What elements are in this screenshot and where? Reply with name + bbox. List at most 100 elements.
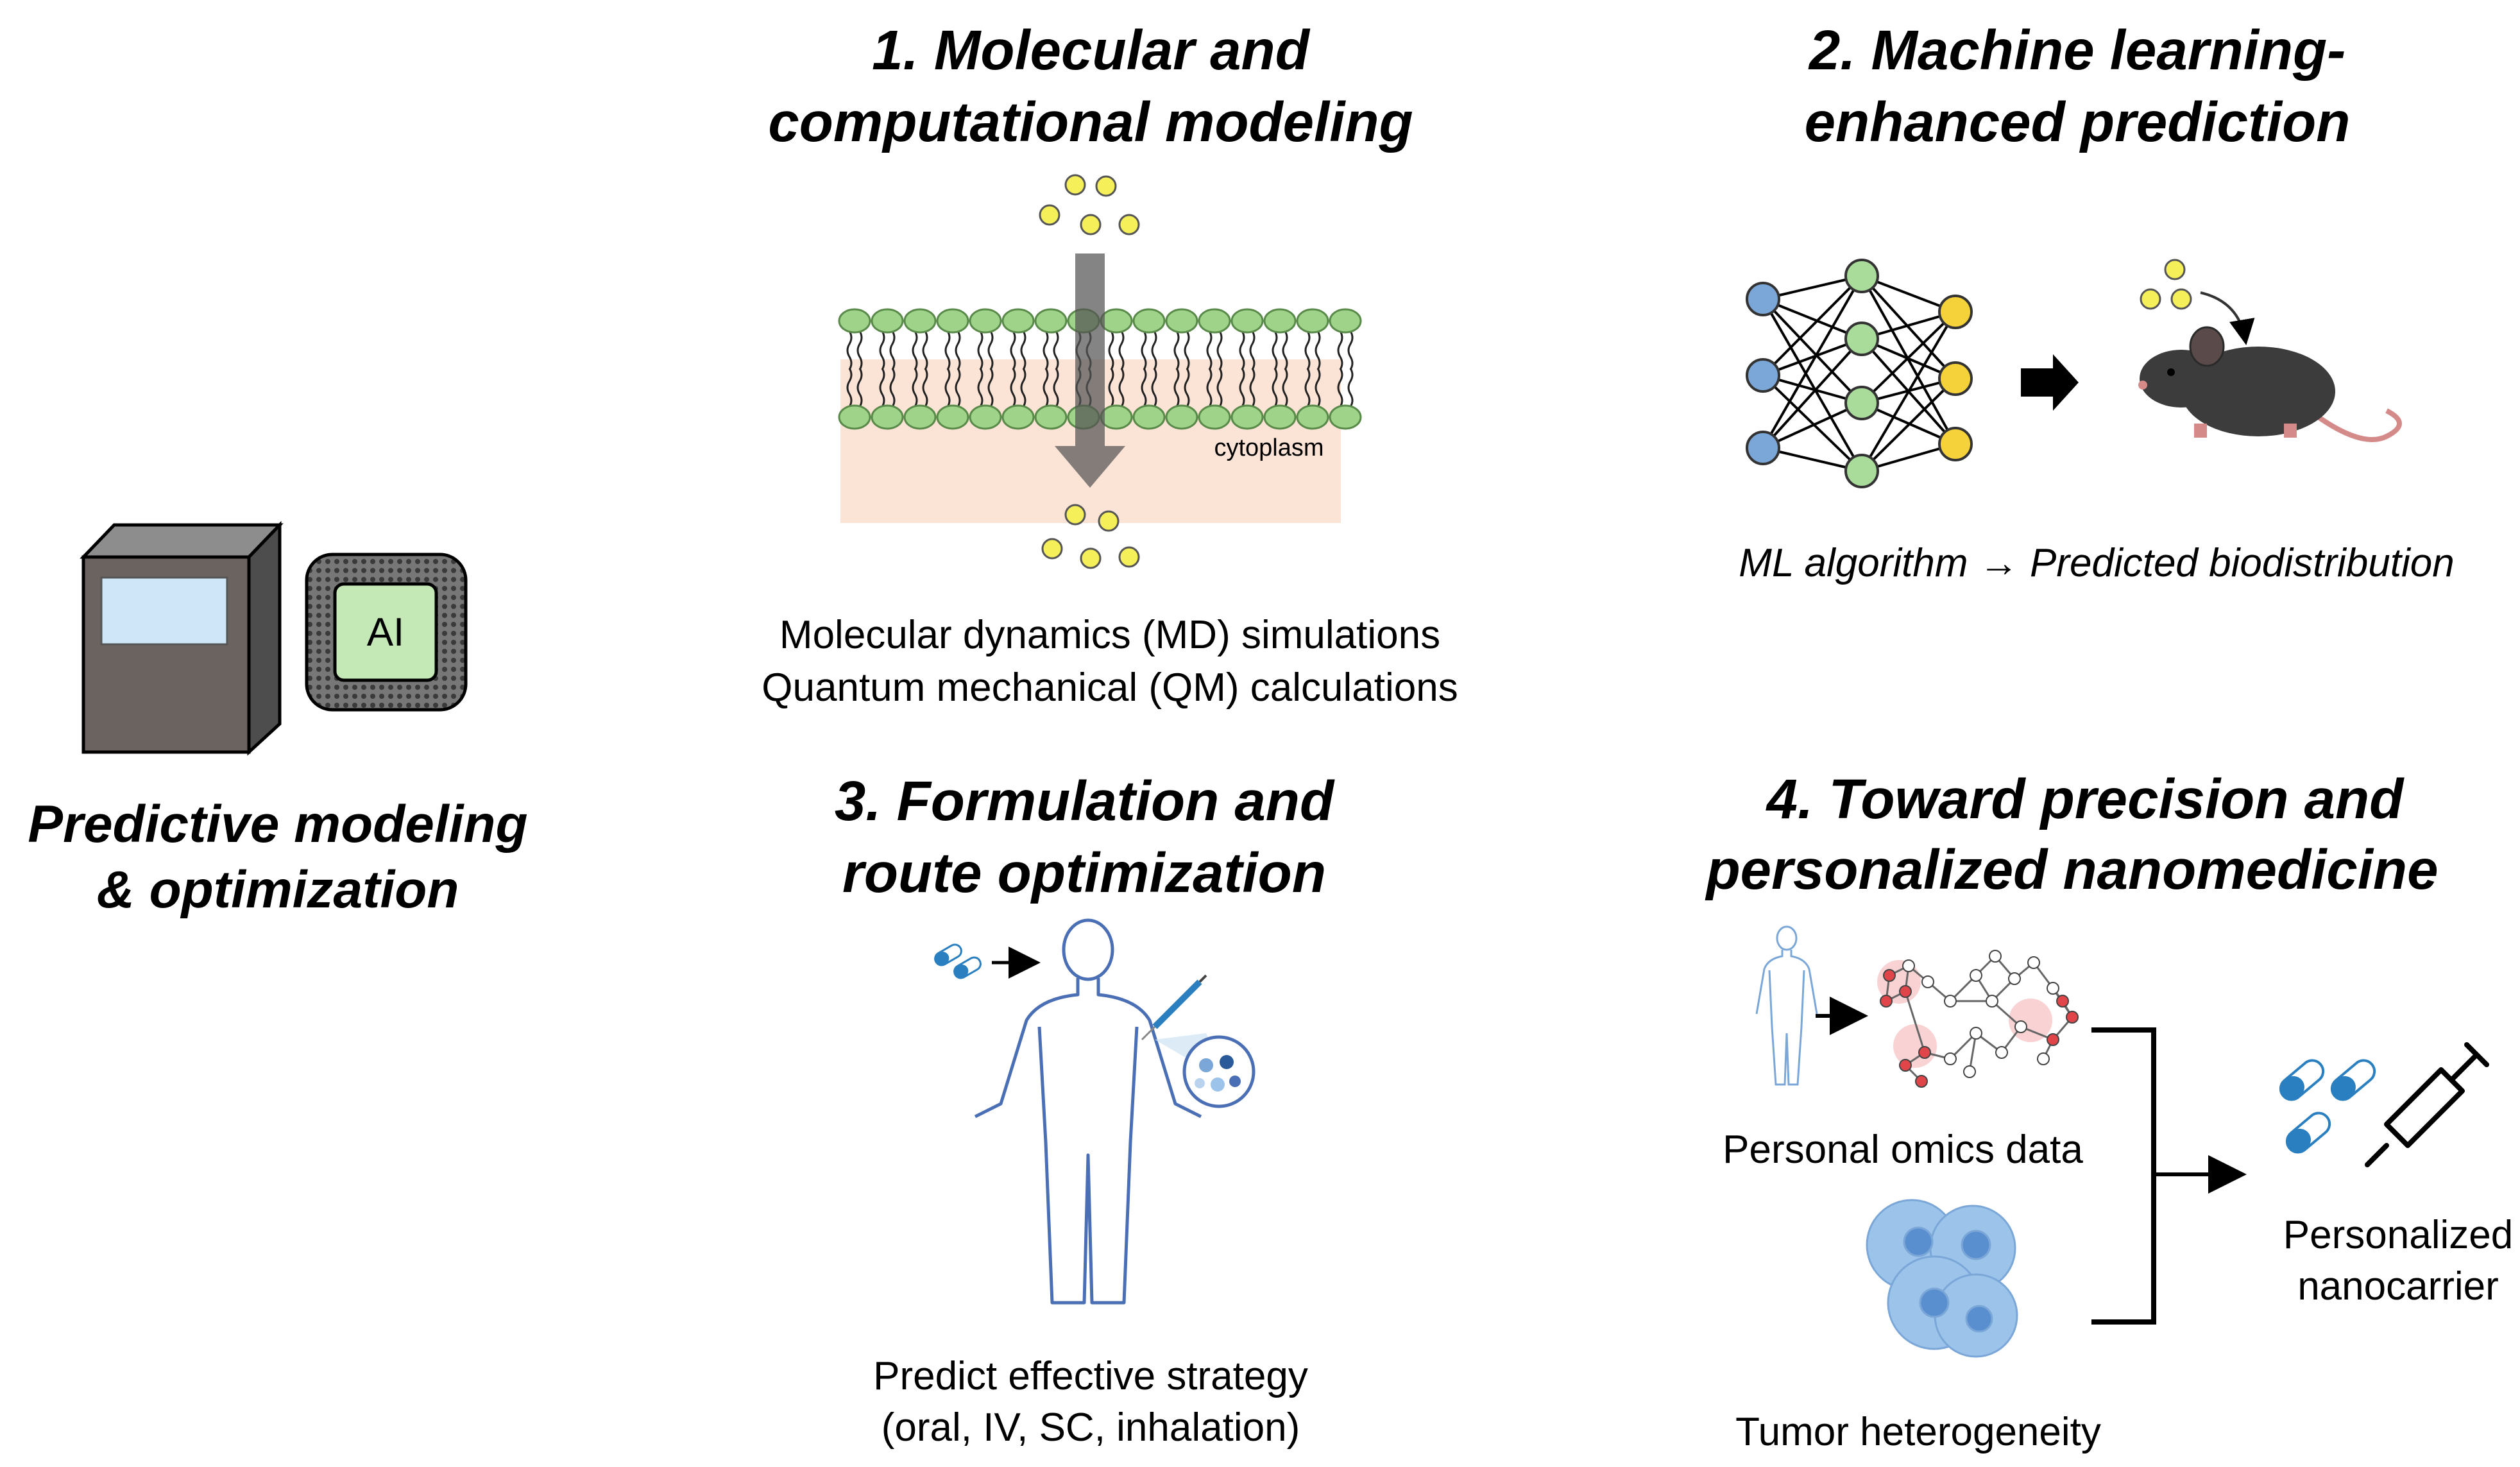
lipid-tail <box>1206 368 1213 408</box>
lipid-tail <box>1337 330 1343 370</box>
omics-node <box>1899 985 1912 998</box>
lipid-tail <box>1315 368 1321 408</box>
lipid-head <box>838 308 871 334</box>
lipid-head <box>1198 404 1231 430</box>
lipid-head <box>936 404 969 430</box>
lipid-head <box>1001 404 1035 430</box>
lipid-head <box>903 308 937 334</box>
omics-label: Personal omics data <box>1723 1128 2083 1172</box>
lipid-head <box>871 308 904 334</box>
panel3-title-line2: route optimization <box>842 842 1326 904</box>
lipid-tail <box>1347 330 1354 370</box>
lipid-tail <box>977 330 983 370</box>
omics-node <box>2008 972 2021 985</box>
lipid-tail <box>944 330 951 370</box>
nn-node <box>1746 431 1780 465</box>
lipid-tail <box>1053 368 1059 408</box>
lipid-head <box>1100 404 1133 430</box>
lipid-head <box>969 308 1002 334</box>
lipid-head <box>1100 308 1133 334</box>
nn-edge <box>1860 311 1957 472</box>
nn-node <box>1746 282 1780 316</box>
capsules-output-icon <box>2279 1059 2376 1154</box>
lipid-tail <box>977 368 983 408</box>
omics-node <box>1883 969 1896 982</box>
panel2-title-line1: 2. Machine learning- <box>1808 19 2345 82</box>
omics-node <box>2037 1052 2050 1065</box>
nn-edge <box>1860 275 1957 380</box>
lipid-tail <box>1020 330 1026 370</box>
lipid-tail <box>1216 330 1223 370</box>
omics-node <box>2047 982 2059 995</box>
omics-node <box>2047 1033 2059 1046</box>
particles-top <box>1039 174 1140 236</box>
lipid-head <box>969 404 1002 430</box>
panel2-caption: ML algorithm → Predicted biodistribution <box>1739 541 2454 585</box>
nn-node <box>1938 295 1973 329</box>
lipid-tail <box>879 368 885 408</box>
capsule-icons <box>934 943 982 979</box>
lipid-tail <box>1304 330 1311 370</box>
lipid-tail <box>1151 330 1157 370</box>
nn-node <box>1844 322 1879 356</box>
tumor-cells-icon <box>1866 1199 2018 1358</box>
lipid-tail <box>1184 330 1190 370</box>
syringe-output-icon <box>2365 1042 2489 1167</box>
nn-node <box>1844 386 1879 420</box>
nn-edge <box>1762 275 1863 377</box>
neural-network-icon <box>1746 259 1973 488</box>
lipid-tail <box>1151 368 1157 408</box>
lipid-tail <box>1282 368 1288 408</box>
lipid-head <box>1034 308 1068 334</box>
lipid-tail <box>955 368 961 408</box>
nn-edge <box>1762 338 1862 377</box>
lipid-head <box>1132 404 1166 430</box>
omics-node <box>1995 1046 2008 1059</box>
lipid-head <box>1001 308 1035 334</box>
lipid-head <box>1263 308 1297 334</box>
omics-node <box>1986 995 1998 1008</box>
lipid-head <box>871 404 904 430</box>
panel2-title-line2: enhanced prediction <box>1805 91 2351 153</box>
lipid-tail <box>1282 330 1288 370</box>
lipid-tail <box>1249 330 1256 370</box>
computer-icon <box>80 520 284 756</box>
lipid-tail <box>1216 368 1223 408</box>
particles-bottom <box>1041 504 1140 569</box>
omics-node <box>1918 1046 1931 1059</box>
lipid-tail <box>1010 330 1016 370</box>
lipid-head <box>1296 308 1329 334</box>
panel1-caption-line2: Quantum mechanical (QM) calculations <box>762 665 1458 710</box>
omics-node <box>2027 956 2040 969</box>
nn-edge <box>1762 298 1862 340</box>
lipid-head <box>936 308 969 334</box>
lipid-tail <box>1118 330 1125 370</box>
omics-edge <box>1991 1000 2022 1028</box>
tumor-label: Tumor heterogeneity <box>1735 1410 2101 1454</box>
lipid-tail <box>1108 330 1114 370</box>
lipid-tail <box>1020 368 1026 408</box>
nn-edge <box>1762 338 1863 449</box>
lipid-tail <box>846 330 853 370</box>
omics-node <box>1989 950 2002 963</box>
omics-node <box>1915 1075 1928 1088</box>
lipid-tail <box>879 330 885 370</box>
nn-edge <box>1762 402 1862 449</box>
omics-edge <box>1904 991 1926 1053</box>
lipid-tail <box>1239 368 1245 408</box>
human-body-icon <box>974 918 1202 1305</box>
panel3-caption-line1: Predict effective strategy <box>873 1354 1308 1398</box>
nn-edge <box>1762 298 1863 404</box>
omics-node <box>1944 1052 1957 1065</box>
particles-mouse <box>2140 259 2192 310</box>
lipid-head <box>903 404 937 430</box>
lipid-tail <box>1118 368 1125 408</box>
person-icon <box>1755 925 1818 1086</box>
lipid-head <box>1296 404 1329 430</box>
panel3-title-line1: 3. Formulation and <box>835 770 1335 832</box>
nn-node <box>1746 358 1780 393</box>
lipid-tail <box>1206 330 1213 370</box>
nn-node <box>1844 259 1879 293</box>
lipid-head <box>1165 308 1198 334</box>
omics-node <box>1902 959 1915 972</box>
